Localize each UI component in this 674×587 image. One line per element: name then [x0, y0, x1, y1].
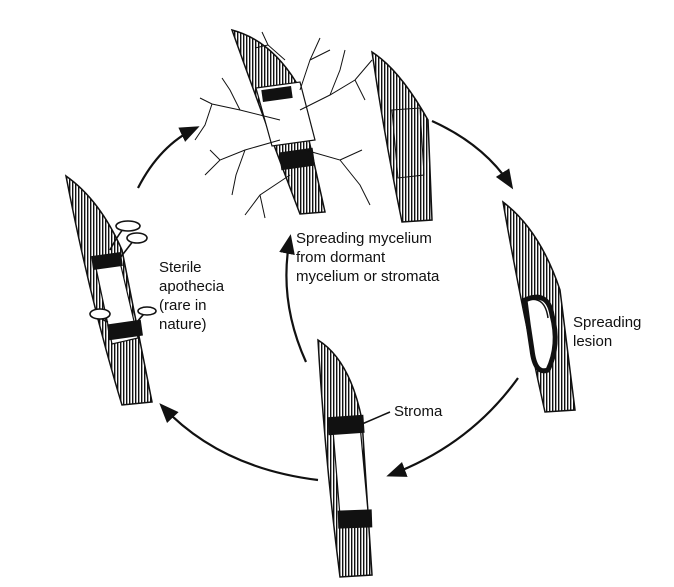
arrow-to-lesion	[431, 119, 514, 190]
cycle-arrows	[137, 119, 519, 482]
apothecia-stem	[64, 174, 157, 406]
apothecia-cups	[89, 220, 157, 327]
arrow-to-stroma	[386, 377, 519, 477]
label-spreading-lesion: Spreading lesion	[573, 314, 642, 350]
stroma-pointer	[361, 411, 391, 425]
arrow-stroma-to-mycelium	[279, 234, 308, 363]
lesion-stem	[501, 200, 576, 413]
arrow-to-apothecia	[159, 403, 319, 482]
healthy-stem	[371, 50, 433, 223]
label-stroma: Stroma	[394, 403, 443, 420]
mycelium-stem	[194, 28, 373, 219]
stroma-stem	[317, 338, 391, 578]
label-spreading-mycelium: Spreading mycelium from dormant mycelium…	[296, 230, 440, 285]
label-sterile-apothecia: Sterile apothecia (rare in nature)	[159, 259, 225, 333]
arrow-to-mycelium	[137, 126, 200, 189]
mycelium-hyphae	[194, 31, 373, 219]
